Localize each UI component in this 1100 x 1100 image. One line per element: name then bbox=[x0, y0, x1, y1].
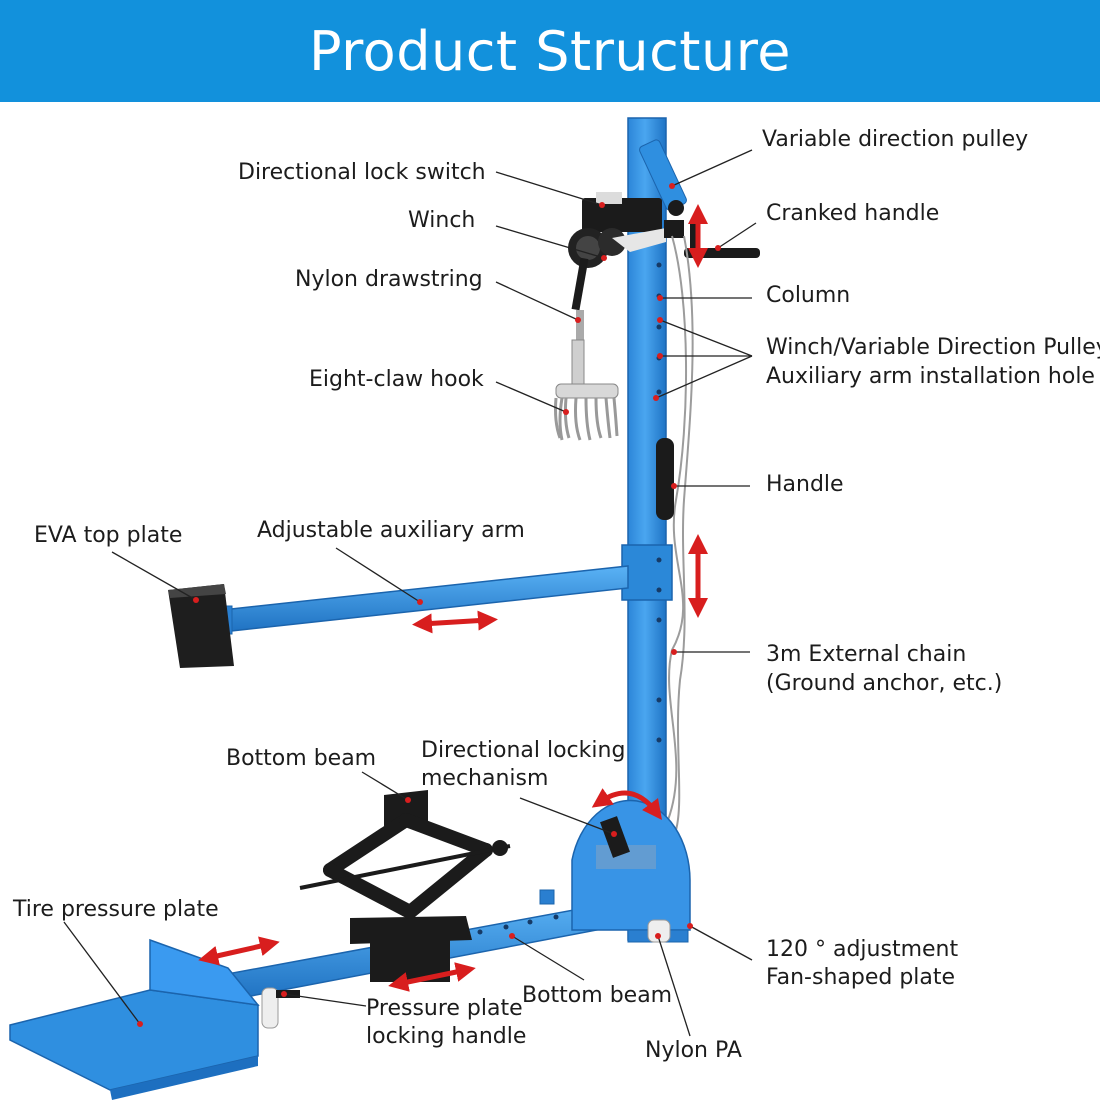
label-nylon-pa: Nylon PA bbox=[645, 1038, 742, 1063]
label-pressure-plate-handle-line-1: Pressure plate bbox=[366, 996, 523, 1021]
label-tire-pressure-plate: Tire pressure plate bbox=[13, 897, 219, 922]
label-directional-locking-line-1: Directional locking bbox=[421, 738, 626, 763]
label-directional-locking-line-2: mechanism bbox=[421, 766, 549, 791]
leader-lines bbox=[63, 149, 757, 1037]
label-nylon-drawstring: Nylon drawstring bbox=[295, 267, 483, 292]
label-bottom-beam-bottom: Bottom beam bbox=[522, 983, 673, 1008]
label-eight-claw-hook: Eight-claw hook bbox=[309, 367, 484, 392]
label-handle: Handle bbox=[766, 472, 844, 497]
adjustment-arrows bbox=[198, 204, 708, 992]
nylon-pa-wheel bbox=[647, 919, 671, 943]
label-pressure-plate-handle-line-2: locking handle bbox=[366, 1024, 527, 1049]
cranked-handle bbox=[664, 220, 760, 258]
label-installation-hole-line-2: Auxiliary arm installation hole bbox=[766, 364, 1095, 389]
fan-shaped-plate bbox=[571, 799, 691, 943]
label-eva-top-plate: EVA top plate bbox=[34, 523, 183, 548]
label-winch: Winch bbox=[408, 208, 476, 233]
label-cranked-handle: Cranked handle bbox=[766, 201, 940, 226]
label-external-chain-line-1: 3m External chain bbox=[766, 642, 967, 667]
label-directional-lock-switch: Directional lock switch bbox=[238, 160, 486, 185]
eva-top-plate bbox=[168, 584, 234, 668]
variable-direction-pulley bbox=[639, 139, 687, 216]
label-column: Column bbox=[766, 283, 851, 308]
label-adjustable-auxiliary-arm: Adjustable auxiliary arm bbox=[257, 518, 525, 543]
label-variable-direction-pulley: Variable direction pulley bbox=[762, 127, 1029, 152]
label-external-chain-line-2: (Ground anchor, etc.) bbox=[766, 671, 1003, 696]
label-installation-hole-line-1: Winch/Variable Direction Pulley/ bbox=[766, 335, 1100, 360]
label-bottom-beam-top: Bottom beam bbox=[226, 746, 377, 771]
eight-claw-hook bbox=[554, 310, 619, 441]
page-title: Product Structure bbox=[309, 19, 791, 83]
title-banner: Product Structure bbox=[0, 0, 1100, 102]
label-fan-plate-line-1: 120 ° adjustment bbox=[766, 937, 959, 962]
external-chain bbox=[667, 235, 694, 831]
label-fan-plate-line-2: Fan-shaped plate bbox=[766, 965, 956, 990]
tire-pressure-plate bbox=[9, 938, 260, 1100]
column-handle bbox=[656, 438, 674, 520]
